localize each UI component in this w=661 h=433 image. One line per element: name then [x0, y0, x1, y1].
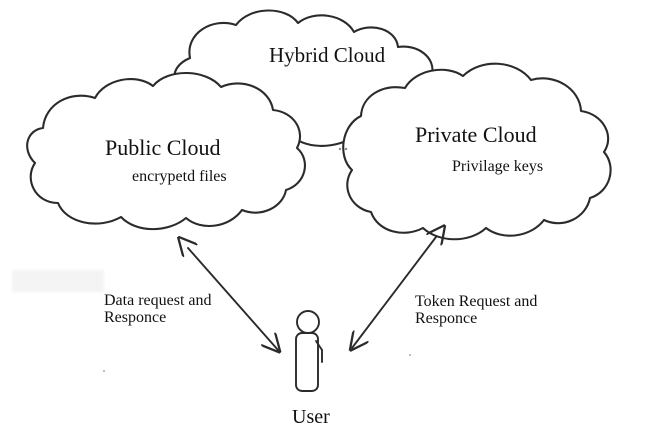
- public-cloud-subtitle: encrypetd files: [132, 168, 227, 185]
- user-figure: [295, 310, 323, 392]
- background-shade: [12, 270, 104, 292]
- public-cloud-shape: [26, 71, 306, 231]
- connection-lines: [188, 237, 436, 350]
- data-request-label-line-1: Data request and: [104, 292, 212, 309]
- token-request-label: Token Request and Responce: [415, 293, 537, 328]
- user-label: User: [292, 406, 330, 428]
- token-request-label-line-1: Token Request and: [415, 293, 538, 310]
- decorative-dots: [103, 147, 411, 372]
- private-cloud-shape: [342, 62, 612, 241]
- private-cloud-title: Private Cloud: [415, 122, 537, 147]
- token-request-arrow: [352, 237, 436, 348]
- data-request-label-line-2: Responce: [104, 309, 167, 327]
- data-request-label: Data request and Responce: [104, 292, 212, 327]
- data-request-arrow: [188, 248, 278, 350]
- public-cloud-title: Public Cloud: [105, 135, 221, 160]
- hybrid-cloud-label: Hybrid Cloud: [269, 43, 386, 67]
- private-cloud-subtitle: Privilage keys: [452, 158, 544, 175]
- token-request-label-line-2: Responce: [415, 310, 478, 328]
